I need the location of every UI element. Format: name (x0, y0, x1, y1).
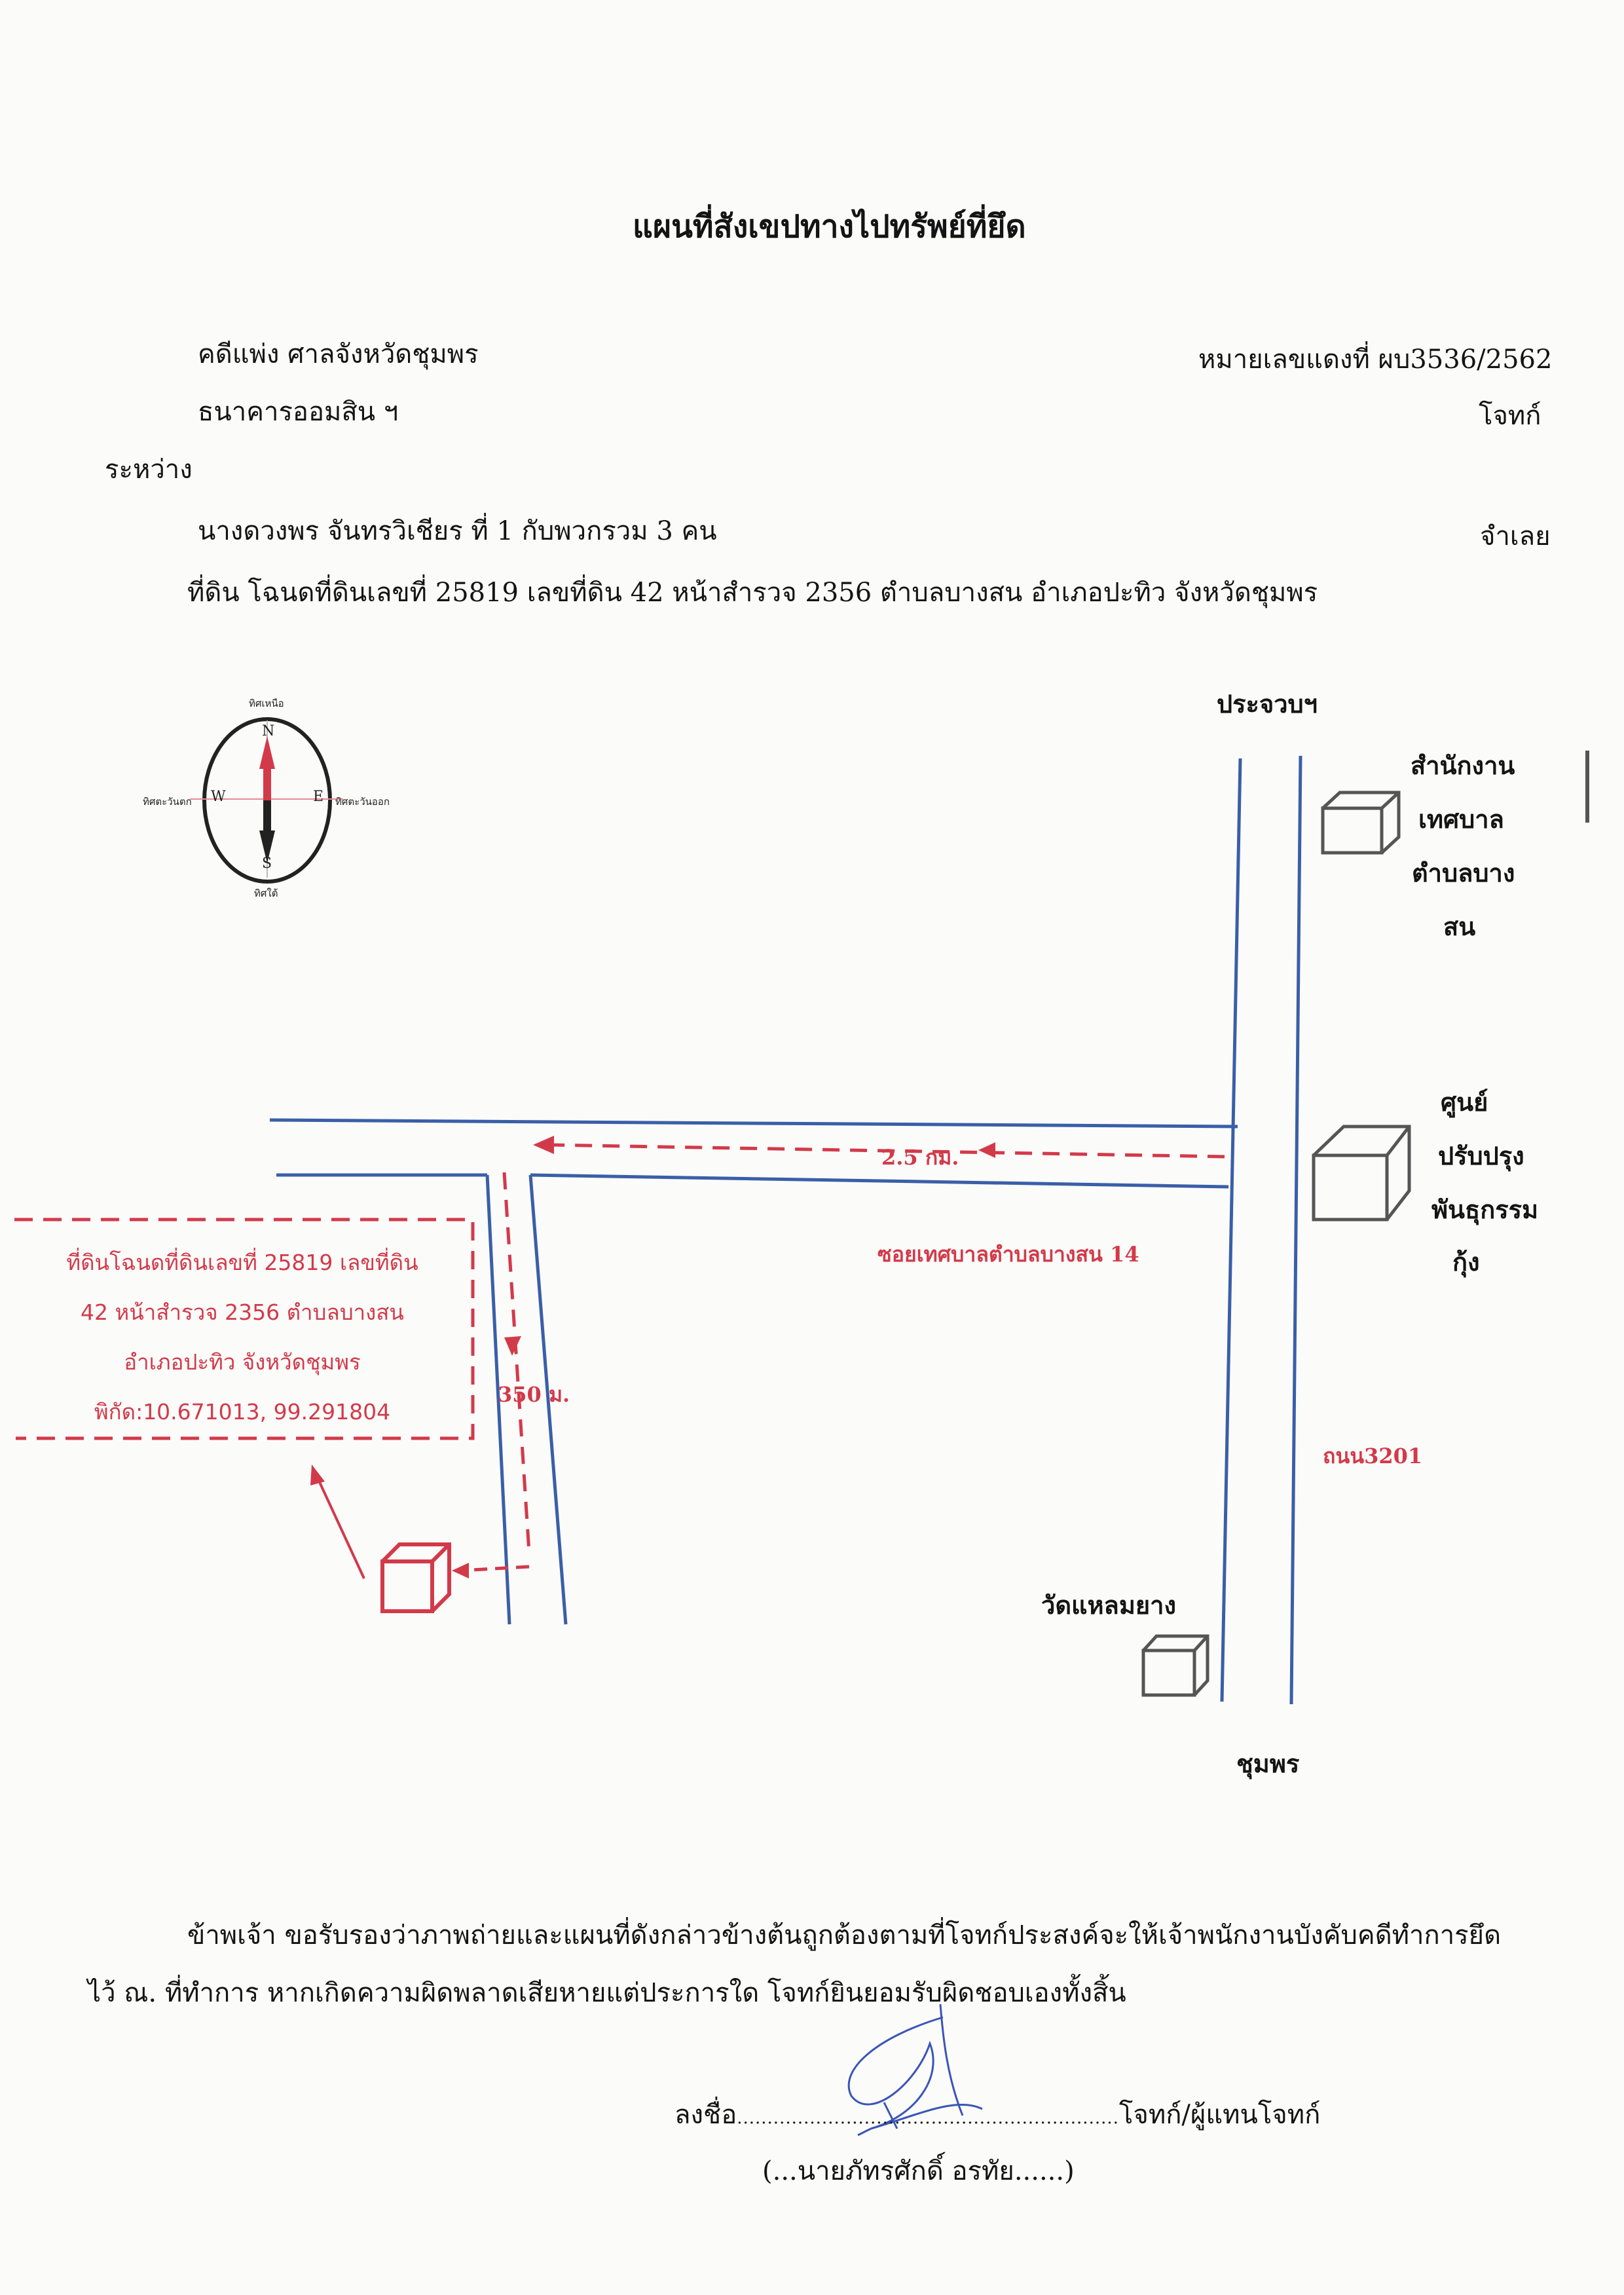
compass-east-label: ทิศตะวันออก (335, 796, 390, 808)
plaintiff-name: ธนาคารออมสิน ฯ (198, 397, 399, 427)
road-name-label: ถนน3201 (1323, 1444, 1423, 1468)
lane-west-edge (485, 1174, 511, 1625)
south-destination-label: ชุมพร (1236, 1749, 1300, 1778)
defendant-role: จำเลย (1480, 521, 1551, 551)
compass-s: S (262, 855, 272, 872)
compass-icon (190, 717, 343, 884)
property-pointer-head (310, 1465, 325, 1485)
signature-prefix: ลงชื่อ (674, 2100, 737, 2130)
distance-lane-label: 350 ม. (498, 1382, 570, 1407)
compass-e: E (313, 789, 324, 805)
property-box-coordinates: พิกัด:10.671013, 99.291804 (94, 1399, 391, 1425)
property-box-text: ที่ดินโฉนดที่ดินเลขที่ 25819 เลขที่ดิน 4… (26, 1238, 458, 1437)
office-building-icon (1321, 791, 1401, 855)
lane-east-edge (528, 1174, 568, 1625)
property-box-line-1: ที่ดินโฉนดที่ดินเลขที่ 25819 เลขที่ดิน (66, 1250, 418, 1275)
plaintiff-role: โจทก์ (1479, 401, 1541, 431)
temple-label: วัดแหลมยาง (1041, 1590, 1177, 1620)
property-pointer (314, 1473, 365, 1579)
certification-line-2: ไว้ ณ. ที่ทำการ หากเกิดความผิดพลาดเสียหา… (88, 1978, 1126, 2008)
center-building-icon (1312, 1125, 1411, 1222)
route-arrow-head-1 (533, 1136, 554, 1154)
soi-north-edge (269, 1118, 1238, 1129)
case-type: คดีแพ่ง ศาลจังหวัดชุมพร (198, 339, 479, 369)
compass-w: W (211, 789, 226, 805)
compass-south-label: ทิศใต้ (254, 887, 278, 899)
route-arrow-head-mid (978, 1142, 995, 1158)
north-destination-label: ประจวบฯ (1217, 689, 1318, 718)
office-label-1: สำนักงาน (1411, 751, 1515, 780)
main-road-east-edge (1289, 755, 1302, 1705)
signer-name: (...นายภัทรศักดิ์ อรทัย......) (762, 2156, 1075, 2186)
signature-dots: ........................................… (737, 2108, 1119, 2128)
temple-building-icon (1141, 1634, 1209, 1697)
defendant-name: นางดวงพร จันทรวิเชียร ที่ 1 กับพวกรวม 3 … (198, 516, 717, 546)
route-lane (502, 1172, 531, 1553)
route-soi (549, 1143, 1225, 1159)
property-box-line-2: 42 หน้าสำรวจ 2356 ตำบลบางสน (81, 1299, 404, 1325)
route-lane-turn (459, 1565, 530, 1573)
signature-role: โจทก์/ผู้แทนโจทก์ (1118, 2100, 1321, 2130)
property-description: ที่ดิน โฉนดที่ดินเลขที่ 25819 เลขที่ดิน … (187, 578, 1318, 608)
soi-name-label: ซอยเทศบาลตำบลบางสน 14 (877, 1242, 1139, 1267)
soi-south-edge-east (530, 1173, 1229, 1189)
compass-west-label: ทิศตะวันตก (143, 796, 192, 808)
case-number: หมายเลขแดงที่ ผบ3536/2562 (1198, 345, 1553, 375)
compass-north-label: ทิศเหนือ (249, 698, 284, 709)
main-road-west-edge (1220, 758, 1242, 1702)
signature-mark (847, 2004, 983, 2136)
office-label-2: เทศบาล (1418, 804, 1504, 834)
page-title: แผนที่สังเขปทางไปทรัพย์ที่ยึด (633, 208, 1026, 245)
compass-n: N (262, 723, 275, 739)
property-building-icon (380, 1542, 451, 1613)
distance-soi-label: 2.5 กม. (881, 1145, 959, 1170)
property-box-line-3: อำเภอปะทิว จังหวัดชุมพร (124, 1349, 361, 1375)
office-label-3: ตำบลบาง (1412, 858, 1515, 887)
office-label-4: สน (1443, 912, 1476, 941)
center-label-4: กุ้ง (1452, 1247, 1480, 1277)
certification-line-1: ข้าพเจ้า ขอรับรองว่าภาพถ่ายและแผนที่ดังก… (187, 1920, 1502, 1950)
route-arrow-head-3 (452, 1563, 469, 1578)
signature-line: ลงชื่อ..................................… (674, 2093, 1320, 2135)
center-label-2: ปรับปรุง (1438, 1141, 1524, 1170)
center-label-1: ศูนย์ (1441, 1087, 1488, 1117)
property-box-border (14, 1218, 475, 1440)
center-label-3: พันธุกรรม (1431, 1195, 1539, 1224)
route-arrow-head-2 (504, 1336, 521, 1356)
between-label: ระหว่าง (105, 455, 193, 485)
